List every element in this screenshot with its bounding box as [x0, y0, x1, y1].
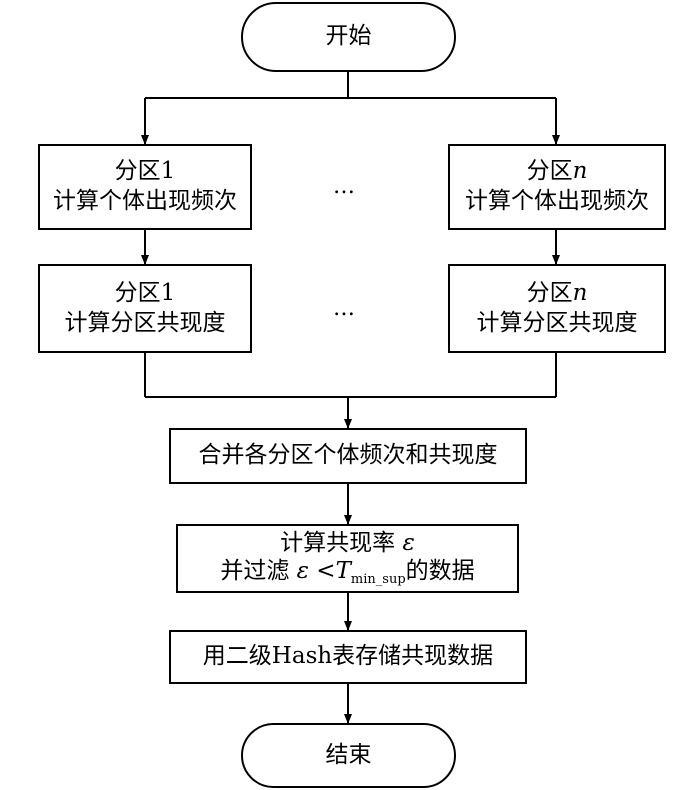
- partition1-count-desc: 计算个体出现频次: [53, 188, 237, 214]
- filter-line1: 计算共现率 ε: [280, 529, 415, 556]
- filter-node: 计算共现率 ε 并过滤 ε <Tmin_sup的数据: [176, 524, 519, 593]
- merge-node: 合并各分区个体频次和共现度: [169, 428, 527, 484]
- partitionN-cooc-desc: 计算分区共现度: [476, 309, 638, 336]
- partitionN-count-title: 分区n: [526, 158, 588, 185]
- partitionN-count-node: 分区n 计算个体出现频次: [448, 144, 666, 230]
- ellipsis-bottom: …: [333, 296, 355, 321]
- end-node: 结束: [241, 723, 456, 788]
- partition1-cooc-desc: 计算分区共现度: [64, 309, 226, 336]
- partitionN-count-desc: 计算个体出现频次: [465, 188, 649, 214]
- merge-label: 合并各分区个体频次和共现度: [198, 442, 498, 469]
- end-label: 结束: [325, 741, 372, 768]
- partitionN-cooc-node: 分区n 计算分区共现度: [448, 264, 666, 353]
- partition1-count-node: 分区1 计算个体出现频次: [38, 144, 252, 230]
- partition1-cooc-title: 分区1: [114, 279, 176, 306]
- partition1-count-title: 分区1: [114, 158, 176, 185]
- partitionN-cooc-title: 分区n: [526, 279, 588, 306]
- store-label: 用二级Hash表存储共现数据: [202, 643, 494, 670]
- store-node: 用二级Hash表存储共现数据: [169, 630, 527, 684]
- ellipsis-top: …: [333, 174, 355, 199]
- start-node: 开始: [241, 2, 456, 72]
- partition1-cooc-node: 分区1 计算分区共现度: [38, 264, 252, 353]
- filter-line2: 并过滤 ε <Tmin_sup的数据: [220, 558, 475, 588]
- start-label: 开始: [325, 23, 372, 50]
